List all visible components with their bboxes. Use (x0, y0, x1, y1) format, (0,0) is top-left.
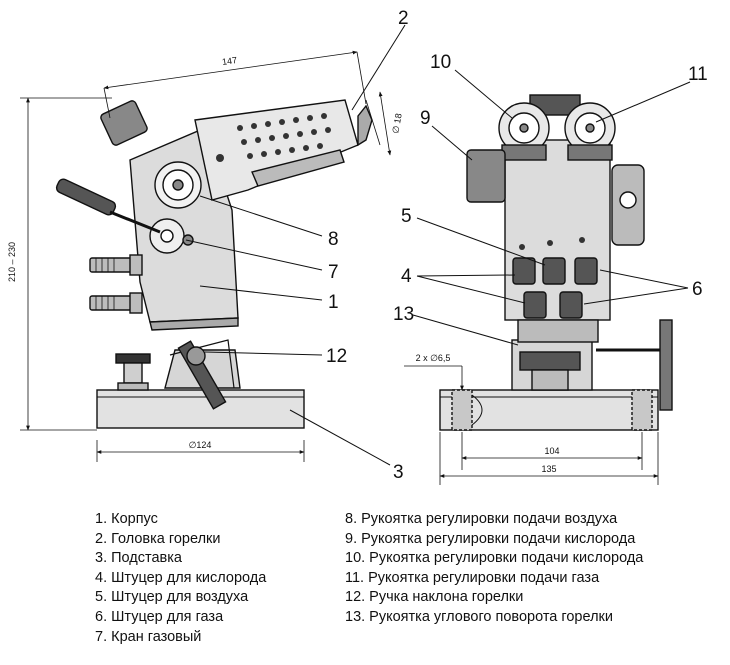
dim-d124: ∅124 (189, 440, 212, 450)
legend-item: 2. Головка горелки (95, 530, 221, 547)
front-view (439, 94, 673, 431)
base-knob (115, 353, 151, 364)
burner-holes (216, 113, 331, 162)
dim-holes: 2 x ∅6,5 (416, 353, 451, 363)
callout-1: 1 (328, 292, 339, 313)
legend-item: 9. Рукоятка регулировки подачи кислорода (345, 530, 636, 547)
callout-8: 8 (328, 229, 339, 250)
legend-item: 12. Ручка наклона горелки (345, 589, 524, 606)
callout-7: 7 (328, 262, 339, 283)
legend-item: 7. Кран газовый (95, 628, 202, 645)
callout-13: 13 (393, 304, 414, 325)
top-knob-side (100, 100, 148, 146)
dim-104: 104 (544, 446, 559, 456)
dim-height: 210 – 230 (7, 242, 17, 282)
dimension-labels: 147 210 – 230 ∅ 18 ∅124 2 x ∅6,5 104 135 (7, 55, 560, 474)
legend-item: 6. Штуцер для газа (95, 608, 224, 625)
legend-item: 8. Рукоятка регулировки подачи воздуха (345, 511, 618, 527)
callout-3: 3 (393, 462, 404, 483)
legend-item: 10. Рукоятка регулировки подачи кислород… (345, 550, 644, 567)
callout-10: 10 (430, 52, 451, 73)
legend-item: 1. Корпус (95, 511, 158, 527)
legend-left: 1. Корпус 2. Головка горелки 3. Подставк… (95, 510, 266, 647)
legend-item: 5. Штуцер для воздуха (95, 589, 249, 606)
dim-d18: ∅ 18 (390, 113, 403, 135)
legend-item: 4. Штуцер для кислорода (95, 569, 267, 586)
front-body (504, 139, 611, 321)
knob-10 (498, 102, 550, 161)
valve-lever (55, 178, 117, 216)
dimension-lines (20, 50, 659, 485)
callout-leaders (185, 24, 691, 466)
side-fittings (89, 254, 143, 314)
knob-11 (564, 102, 616, 161)
base-plate (96, 389, 305, 429)
rotation-knob (519, 351, 581, 371)
legend-right: 8. Рукоятка регулировки подачи воздуха 9… (345, 510, 643, 628)
technical-drawing: 147 210 – 230 ∅ 18 ∅124 2 x ∅6,5 104 135… (7, 8, 708, 485)
legend-item: 13. Рукоятка углового поворота горелки (345, 608, 613, 625)
callout-2: 2 (398, 8, 409, 29)
legend-item: 3. Подставка (95, 550, 182, 567)
side-view (55, 99, 373, 429)
callout-11: 11 (688, 64, 708, 85)
front-fittings (512, 257, 598, 319)
callout-4: 4 (401, 266, 412, 287)
knob-9 (466, 149, 506, 203)
callout-9: 9 (420, 108, 431, 129)
dim-135: 135 (541, 464, 556, 474)
callout-5: 5 (401, 206, 412, 227)
dim-147: 147 (221, 55, 237, 67)
callout-6: 6 (692, 279, 703, 300)
legend-item: 11. Рукоятка регулировки подачи газа (345, 569, 600, 586)
callout-12: 12 (326, 346, 347, 367)
callout-numbers: 2 8 7 1 12 3 10 11 9 5 4 6 13 (326, 8, 708, 483)
